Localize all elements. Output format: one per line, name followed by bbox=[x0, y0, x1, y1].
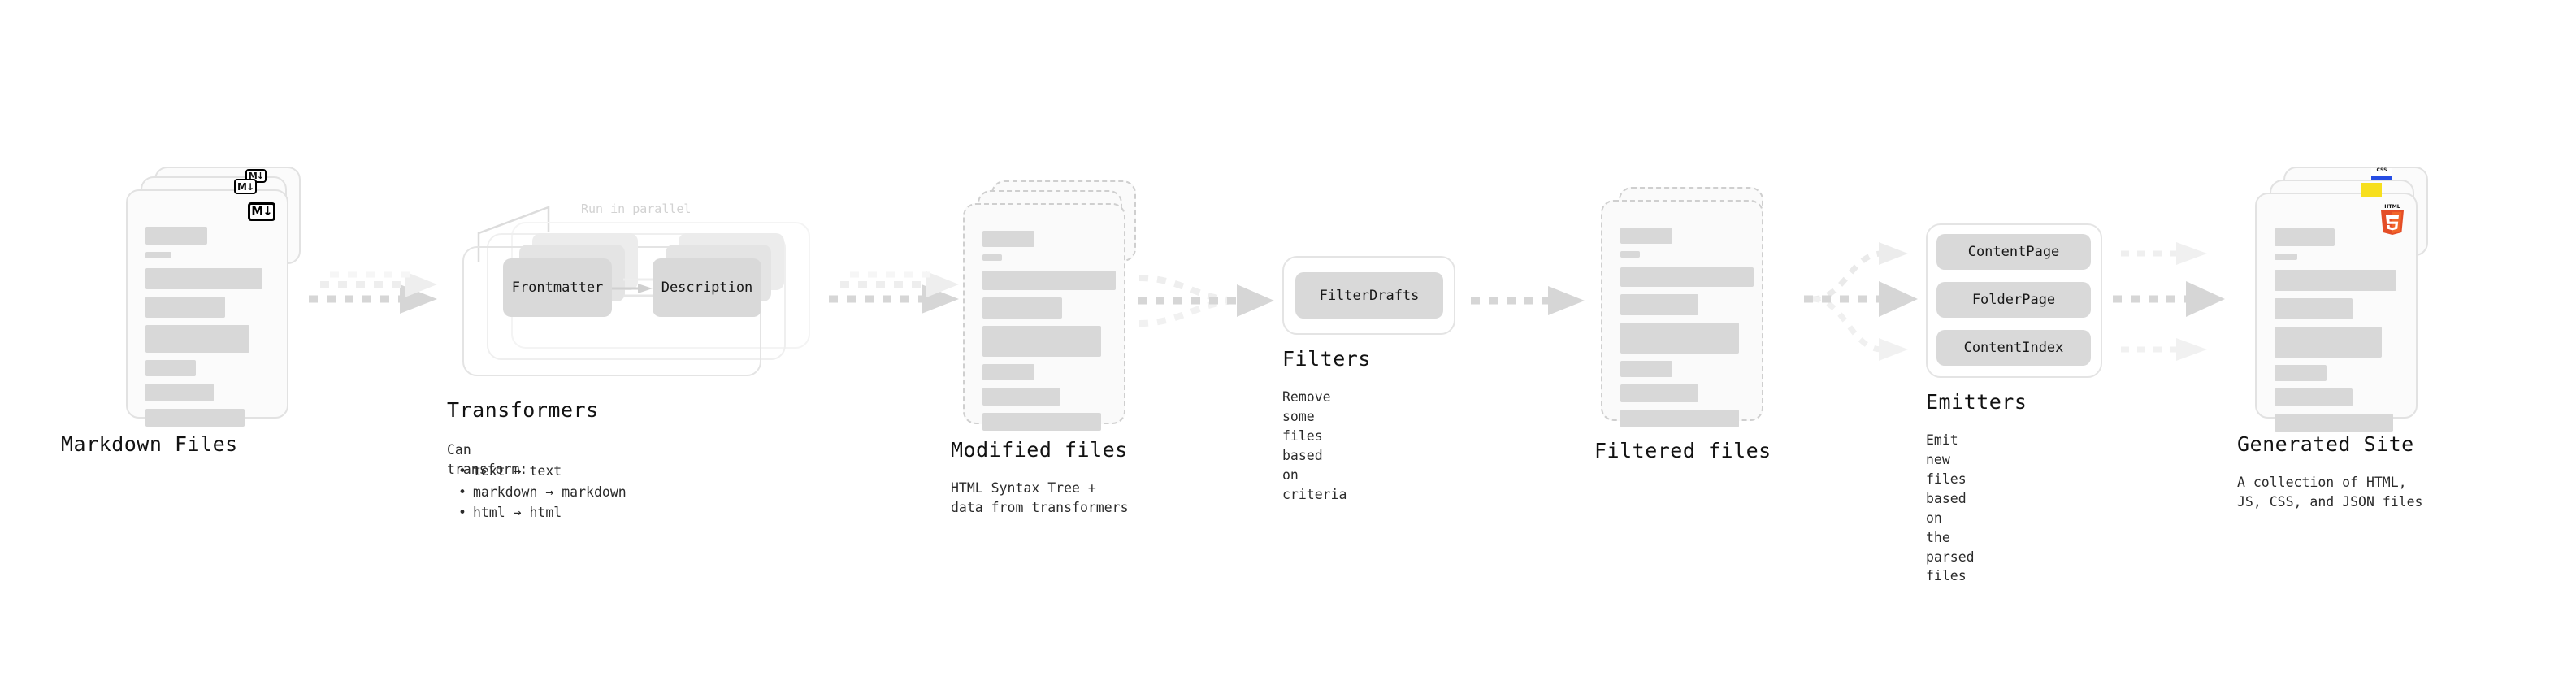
site-card-front: HTML bbox=[2255, 193, 2418, 432]
connector-filters-to-filtered bbox=[1471, 286, 1585, 315]
emitter-chip-contentindex[interactable]: ContentIndex bbox=[1936, 330, 2091, 366]
stage-filtered-files: Filtered files bbox=[1594, 187, 1776, 462]
filters-title: Filters bbox=[1282, 347, 1371, 371]
filters-subtitle: Remove some files based on criteria bbox=[1282, 389, 1347, 502]
markdown-badge-icon: M↓ bbox=[248, 202, 275, 221]
transformer-panel-mid bbox=[487, 233, 786, 360]
markdown-card-front: M↓ bbox=[126, 189, 288, 427]
modified-files-title: Modified files bbox=[951, 438, 1128, 462]
css3-icon: CSS bbox=[2371, 167, 2392, 180]
stage-generated-site: HTML Generated Site A collection of HTML… bbox=[2237, 167, 2430, 510]
stage-markdown-files: M↓ Markdown Files bbox=[61, 167, 301, 456]
run-in-parallel-bracket bbox=[477, 206, 550, 262]
filter-chip-filterdrafts[interactable]: FilterDrafts bbox=[1295, 272, 1443, 319]
site-card-content-lines bbox=[2275, 228, 2401, 439]
emitter-chip-folderpage[interactable]: FolderPage bbox=[1936, 282, 2091, 318]
connector-emitters-to-site bbox=[2113, 242, 2225, 361]
js-icon bbox=[2361, 183, 2382, 197]
html5-icon: HTML bbox=[2381, 204, 2404, 235]
markdown-file-stack: M↓ bbox=[126, 167, 301, 427]
emitters-title: Emitters bbox=[1926, 390, 2027, 414]
emitter-chip-contentpage[interactable]: ContentPage bbox=[1936, 234, 2091, 270]
transformer-chip-description[interactable]: Description bbox=[653, 258, 761, 317]
generated-site-title: Generated Site bbox=[2237, 432, 2414, 456]
modified-files-subtitle: HTML Syntax Tree + data from transformer… bbox=[951, 480, 1129, 515]
filtered-files-title: Filtered files bbox=[1594, 439, 1772, 462]
generated-site-stack: HTML bbox=[2255, 167, 2430, 432]
connector-transformers-to-modified bbox=[829, 271, 959, 314]
generated-site-subtitle: A collection of HTML, JS, CSS, and JSON … bbox=[2237, 475, 2423, 510]
css3-icon-label: CSS bbox=[2376, 167, 2387, 173]
connector-filtered-to-emitters bbox=[1804, 242, 1918, 361]
transformers-bullets: text → text markdown → markdown html → h… bbox=[447, 461, 627, 523]
stage-modified-files: Modified files HTML Syntax Tree + data f… bbox=[951, 180, 1138, 515]
markdown-files-title: Markdown Files bbox=[61, 432, 238, 456]
modified-card-front bbox=[963, 203, 1125, 431]
transformers-bullet-0: text → text bbox=[447, 461, 627, 482]
modified-file-stack bbox=[963, 180, 1138, 431]
transformer-chip-frontmatter[interactable]: Frontmatter bbox=[503, 258, 612, 317]
connector-md-to-transformers bbox=[309, 271, 437, 314]
filtered-card-content-lines bbox=[1620, 228, 1754, 435]
modified-card-content-lines bbox=[982, 231, 1116, 438]
transformer-inner-arrow bbox=[612, 284, 653, 293]
connector-modified-to-filters bbox=[1138, 275, 1274, 327]
markdown-card-content-lines bbox=[145, 227, 272, 434]
emitters-subtitle: Emit new files based on the parsed files bbox=[1926, 432, 1975, 584]
run-in-parallel-label: Run in parallel bbox=[581, 202, 692, 216]
transformers-title: Transformers bbox=[447, 398, 599, 422]
filtered-card-front bbox=[1601, 200, 1763, 427]
transformers-bullet-2: html → html bbox=[447, 502, 627, 523]
filtered-file-stack bbox=[1601, 187, 1776, 427]
transformers-bullet-1: markdown → markdown bbox=[447, 482, 627, 503]
markdown-badge-icon-mid: M↓ bbox=[234, 179, 257, 194]
svg-text:HTML: HTML bbox=[2384, 204, 2400, 210]
css3-icon-bar bbox=[2371, 176, 2392, 180]
